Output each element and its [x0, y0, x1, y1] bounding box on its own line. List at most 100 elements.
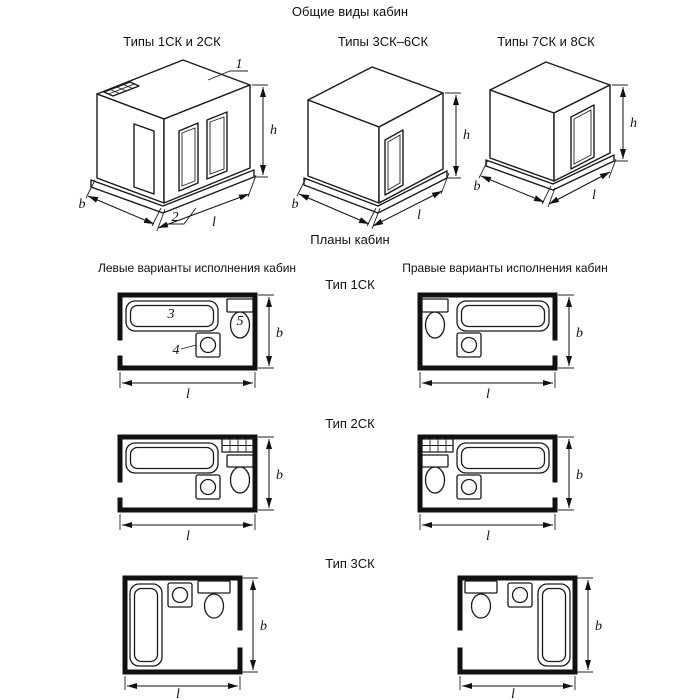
washbasin — [167, 582, 193, 608]
extension-lines — [612, 84, 628, 162]
dimension-b-label: b — [79, 197, 86, 212]
dimension-b: b — [258, 294, 283, 369]
plan-type3sk-right: b l — [457, 575, 602, 700]
dimension-line — [480, 175, 545, 203]
toilet — [464, 580, 498, 619]
dimension-line — [548, 171, 611, 205]
door-opening-2-frame — [209, 116, 225, 175]
toilet-bowl — [424, 466, 446, 494]
dimension-b-label: b — [576, 326, 583, 341]
view-title-types-7-8: Типы 7СК и 8СК — [497, 34, 595, 49]
subtitle-right-variants: Правые варианты исполнения кабин — [402, 261, 608, 275]
dimension-line — [298, 193, 370, 225]
subtitle-left-variants: Левые варианты исполнения кабин — [98, 261, 296, 275]
walls — [457, 575, 578, 675]
washbasin — [456, 474, 482, 500]
dimension-l-label: l — [486, 387, 490, 402]
extension-lines — [558, 436, 574, 511]
door-frame — [573, 109, 592, 165]
washbasin-bowl — [199, 336, 217, 354]
bathtub — [456, 442, 550, 474]
bathtub — [125, 442, 219, 474]
dimension-line — [157, 193, 250, 229]
dimension-h-label: h — [463, 128, 470, 143]
toilet-cistern — [226, 298, 254, 313]
toilet-bowl — [470, 593, 492, 619]
walls — [417, 292, 558, 371]
toilet-bowl — [203, 593, 225, 619]
dimension-l: l — [119, 372, 256, 402]
dimension-l: l — [419, 372, 556, 402]
view-title-types-1-2: Типы 1СК и 2СК — [123, 34, 221, 49]
washbasin-bowl — [171, 586, 189, 604]
walls — [117, 434, 258, 513]
toilet — [421, 298, 449, 339]
dimension-l: l — [156, 174, 257, 232]
dimension-l: l — [124, 676, 241, 700]
door-opening-1 — [178, 122, 199, 192]
toilet-bowl — [229, 311, 251, 339]
bathtub — [129, 583, 163, 667]
bathtub — [125, 300, 219, 332]
dimension-l-label: l — [212, 215, 216, 230]
walls — [122, 575, 243, 675]
washbasin — [507, 582, 533, 608]
dimension-l: l — [459, 676, 576, 700]
dimension-l-label: l — [592, 188, 596, 203]
extension-lines — [242, 577, 258, 673]
extension-lines — [419, 372, 556, 388]
isometric-view-types-7sk-8sk: h b l — [474, 61, 637, 208]
door-opening-1-frame — [181, 127, 196, 187]
plan-type2sk-right: b l — [417, 434, 583, 544]
dimension-b-label: b — [292, 197, 299, 212]
walls — [117, 292, 258, 371]
dimension-h: h — [612, 84, 637, 162]
washbasin — [456, 332, 482, 358]
washbasin-bowl — [199, 478, 217, 496]
dimension-l: l — [371, 172, 450, 230]
extension-lines — [119, 514, 256, 530]
dimension-b-label: b — [595, 619, 602, 634]
callout-4-leader — [180, 344, 197, 350]
toilet-cistern — [421, 454, 449, 468]
dimension-b: b — [558, 436, 583, 511]
door-opening — [384, 129, 404, 196]
dimension-line — [87, 195, 155, 225]
section-title-plans: Планы кабин — [310, 232, 389, 247]
dimension-b: b — [79, 179, 162, 227]
dimension-b: b — [258, 436, 283, 511]
toilet-cistern — [464, 580, 498, 594]
callout-3-label: 3 — [167, 307, 175, 322]
washbasin-bowl — [460, 478, 478, 496]
plan-type2sk-left: b l — [117, 434, 283, 544]
plan-row-title-2sk: Тип 2СК — [325, 416, 375, 431]
dimension-b: b — [558, 294, 583, 369]
dimension-l: l — [119, 514, 256, 544]
washbasin — [195, 474, 221, 500]
roof-grille-lines — [108, 83, 135, 95]
plan-type1sk-right: b l — [417, 292, 583, 402]
dimension-b-label: b — [260, 619, 267, 634]
bathtub-inner — [133, 587, 159, 663]
bathtub — [537, 583, 571, 667]
dimension-h: h — [252, 84, 277, 178]
dimension-h-label: h — [270, 123, 277, 138]
toilet — [226, 298, 254, 339]
callout-1: 1 — [207, 57, 248, 81]
door-opening-2 — [206, 111, 228, 180]
plan-type3sk-left: b l — [122, 575, 267, 700]
bathtub-inner — [129, 446, 215, 470]
plan-row-title-1sk: Тип 1СК — [325, 277, 375, 292]
walls — [417, 434, 558, 513]
dimension-b-label: b — [276, 468, 283, 483]
ventilation-block-grid — [422, 439, 453, 452]
toilet-cistern — [226, 454, 254, 468]
isometric-view-types-1sk-2sk: 1 2 h b l — [79, 57, 277, 232]
toilet-bowl — [229, 466, 251, 494]
washbasin — [195, 332, 221, 358]
extension-lines — [119, 372, 256, 388]
dimension-l-label: l — [511, 687, 515, 700]
ventilation-block — [421, 438, 454, 453]
dimension-l-label: l — [186, 387, 190, 402]
